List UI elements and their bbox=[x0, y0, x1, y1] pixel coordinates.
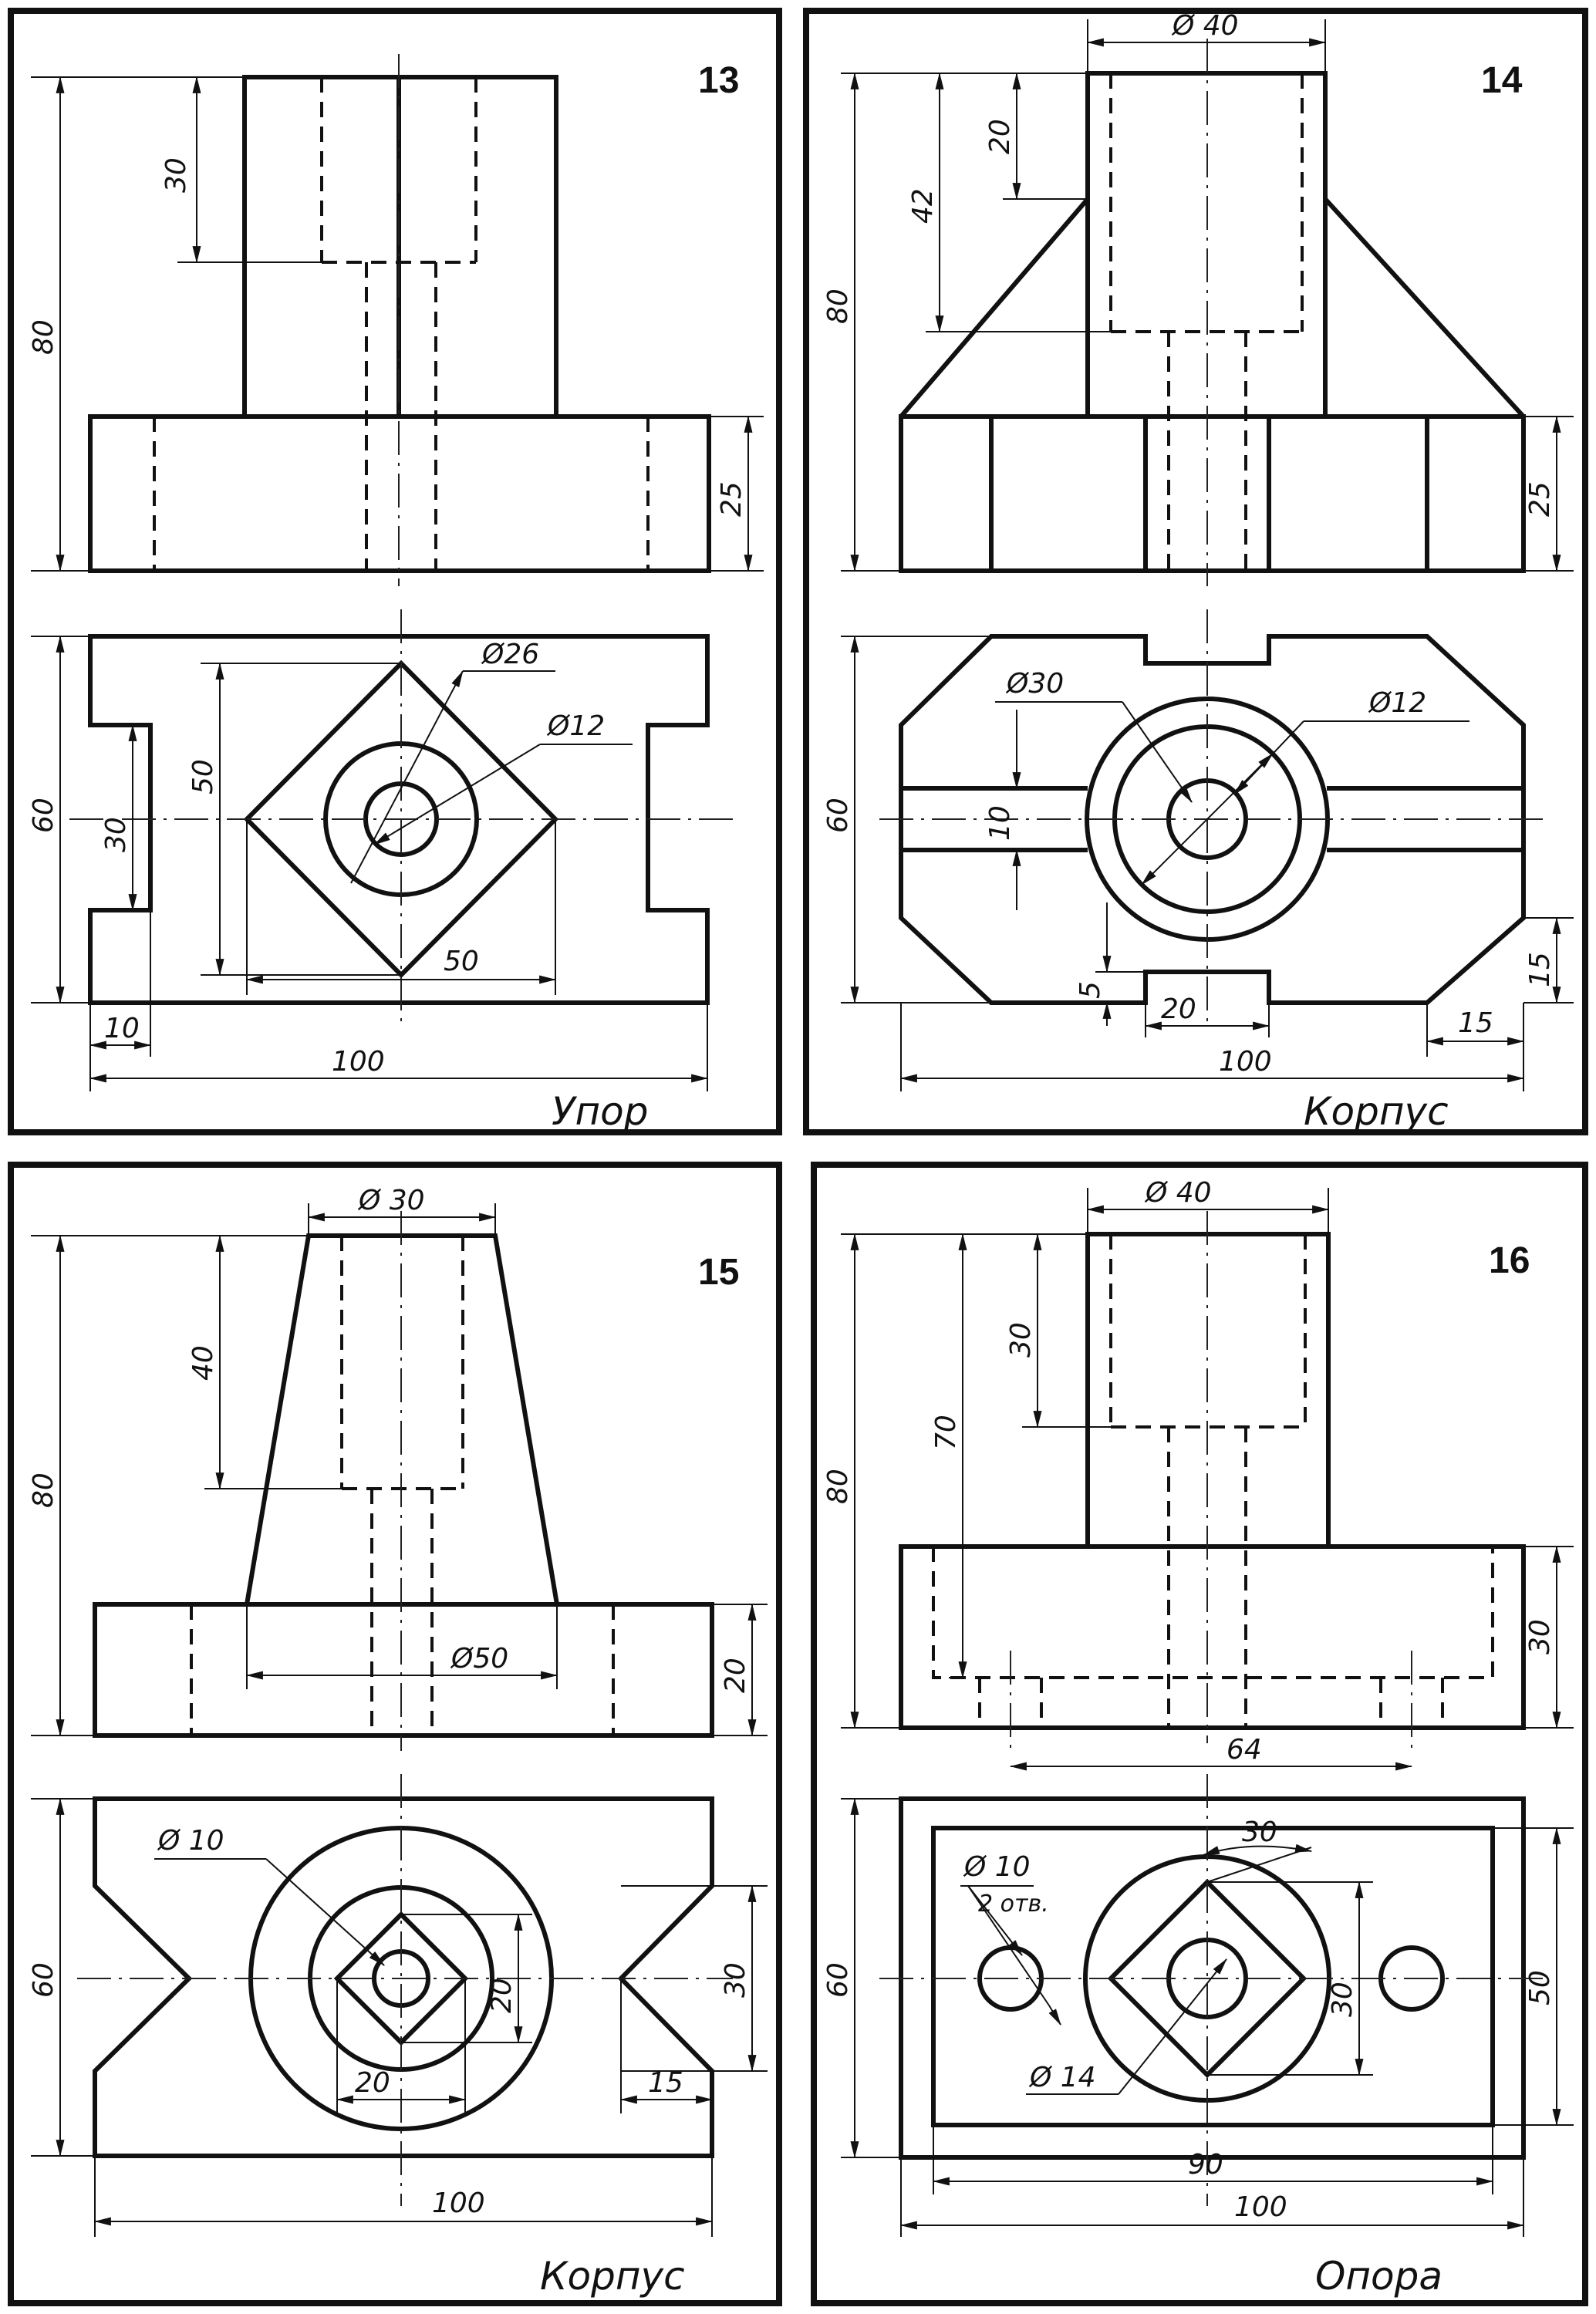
panel-13-front-dimensions: 80 30 25 bbox=[28, 76, 764, 572]
dim-14-top-diameter: Ø 40 bbox=[1171, 10, 1239, 42]
panel-14: 14 Ø 40 80 bbox=[803, 8, 1588, 1135]
dim-15-hole-depth: 40 bbox=[187, 1345, 219, 1381]
panel-15-title: Корпус bbox=[540, 2254, 685, 2299]
dim-13-base-height: 25 bbox=[716, 481, 747, 517]
dim-15-overall-width: 100 bbox=[432, 2188, 485, 2219]
dim-14-hole-depth: 20 bbox=[984, 119, 1016, 154]
dim-13-plan-depth: 60 bbox=[28, 798, 59, 833]
panel-16-top-dimensions: 60 50 30 30 Ø 10 2 отв. Ø 14 90 bbox=[822, 1797, 1574, 2237]
panel-15-front-dimensions: Ø 30 80 40 Ø50 20 bbox=[28, 1185, 768, 1737]
dim-13-slot-width: 30 bbox=[100, 817, 132, 852]
dim-15-plan-depth: 60 bbox=[28, 1962, 59, 1998]
dim-14-base-height: 25 bbox=[1524, 481, 1556, 517]
dim-15-overall-height: 80 bbox=[28, 1472, 59, 1508]
dim-14-small-diameter: Ø12 bbox=[1368, 687, 1426, 719]
panel-14-front-view bbox=[899, 39, 1526, 586]
dim-15-square-height: 20 bbox=[486, 1978, 518, 2013]
dim-16-hole-spacing: 64 bbox=[1227, 1734, 1262, 1766]
dim-16-inner-width: 90 bbox=[1188, 2149, 1223, 2181]
dim-14-notch-width: 20 bbox=[1161, 993, 1196, 1025]
dim-13-square-width: 50 bbox=[444, 946, 479, 977]
panel-16-front-dimensions: Ø 40 80 70 30 30 64 bbox=[822, 1177, 1574, 1771]
dim-15-hole-diameter: Ø 10 bbox=[157, 1825, 224, 1857]
panel-16-title: Опора bbox=[1315, 2254, 1442, 2299]
panel-13-frame bbox=[8, 8, 782, 1135]
panel-13-top-view bbox=[69, 609, 733, 1026]
dim-14-overall-height: 80 bbox=[822, 288, 854, 324]
dim-16-side-hole-diameter: Ø 10 bbox=[963, 1851, 1031, 1883]
dim-13-square-height: 50 bbox=[187, 759, 219, 794]
panel-16-top-view bbox=[879, 1774, 1543, 2206]
panel-15-number: 15 bbox=[698, 1252, 739, 1293]
dim-13-slot-depth: 10 bbox=[104, 1013, 140, 1044]
dim-16-overall-height: 80 bbox=[822, 1469, 854, 1504]
panel-16-front-view bbox=[899, 1211, 1526, 1751]
panel-13-top-dimensions: 60 30 50 50 Ø26 Ø12 10 100 bbox=[28, 635, 709, 1091]
panel-14-top-view bbox=[879, 609, 1543, 1026]
panel-13-number: 13 bbox=[698, 60, 739, 101]
dim-15-v-depth: 15 bbox=[648, 2067, 683, 2099]
dim-15-top-diameter: Ø 30 bbox=[357, 1185, 425, 1216]
panel-14-frame bbox=[803, 8, 1588, 1135]
panel-14-front-dimensions: Ø 40 80 42 20 25 bbox=[822, 10, 1574, 572]
dim-16-base-height: 30 bbox=[1524, 1619, 1556, 1655]
panel-13-title: Упор bbox=[552, 1089, 649, 1134]
dim-13-top-hole-depth: 30 bbox=[160, 157, 192, 193]
dim-14-chamfer-height: 15 bbox=[1524, 952, 1556, 987]
dim-15-base-height: 20 bbox=[720, 1658, 751, 1693]
dim-13-inner-diameter: Ø12 bbox=[546, 710, 605, 742]
dim-16-inner-depth: 50 bbox=[1524, 1970, 1556, 2005]
dim-16-top-diameter: Ø 40 bbox=[1144, 1177, 1212, 1209]
dim-16-hole-depth: 30 bbox=[1005, 1322, 1037, 1358]
panel-15-frame bbox=[8, 1162, 782, 2306]
panel-15-top-dimensions: 60 Ø 10 30 20 20 15 100 bbox=[28, 1797, 768, 2237]
dim-15-square-width: 20 bbox=[355, 2067, 390, 2099]
panel-14-title: Корпус bbox=[1304, 1089, 1449, 1134]
dim-13-overall-width: 100 bbox=[332, 1046, 385, 1078]
dim-13-overall-height: 80 bbox=[28, 319, 59, 355]
dim-14-chamfer-width: 15 bbox=[1458, 1007, 1493, 1039]
dim-14-plan-depth: 60 bbox=[822, 798, 854, 833]
panel-15-front-view bbox=[93, 1211, 714, 1751]
dim-16-center-hole-diameter: Ø 14 bbox=[1028, 2062, 1096, 2093]
dim-16-square-side: 30 bbox=[1327, 1982, 1358, 2017]
panel-16-number: 16 bbox=[1489, 1240, 1530, 1281]
panel-14-top-dimensions: 60 10 Ø30 Ø12 5 20 15 bbox=[822, 635, 1574, 1091]
dim-15-v-height: 30 bbox=[720, 1962, 751, 1998]
panel-16-frame bbox=[811, 1162, 1588, 2306]
panel-16: 16 Ø 40 bbox=[811, 1162, 1588, 2306]
dim-14-notch-depth: 5 bbox=[1075, 981, 1106, 999]
dim-16-inner-height: 70 bbox=[930, 1415, 962, 1450]
dim-16-square-top: 30 bbox=[1242, 1816, 1277, 1848]
dim-16-plan-depth: 60 bbox=[822, 1962, 854, 1998]
dim-14-large-diameter: Ø30 bbox=[1005, 668, 1064, 700]
dim-16-side-hole-count: 2 отв. bbox=[978, 1891, 1049, 1918]
panel-15: 15 Ø 30 80 40 bbox=[8, 1162, 782, 2306]
dim-14-overall-width: 100 bbox=[1219, 1046, 1272, 1078]
dim-16-overall-width: 100 bbox=[1234, 2191, 1287, 2223]
dim-14-cylinder-height: 42 bbox=[907, 188, 939, 224]
dim-13-outer-diameter: Ø26 bbox=[481, 639, 539, 670]
panel-13: 13 80 30 25 bbox=[8, 8, 782, 1135]
panel-14-number: 14 bbox=[1481, 60, 1523, 101]
panel-13-front-view bbox=[88, 54, 711, 586]
dim-15-bottom-diameter: Ø50 bbox=[450, 1643, 508, 1675]
dim-14-rib-width: 10 bbox=[984, 805, 1016, 841]
